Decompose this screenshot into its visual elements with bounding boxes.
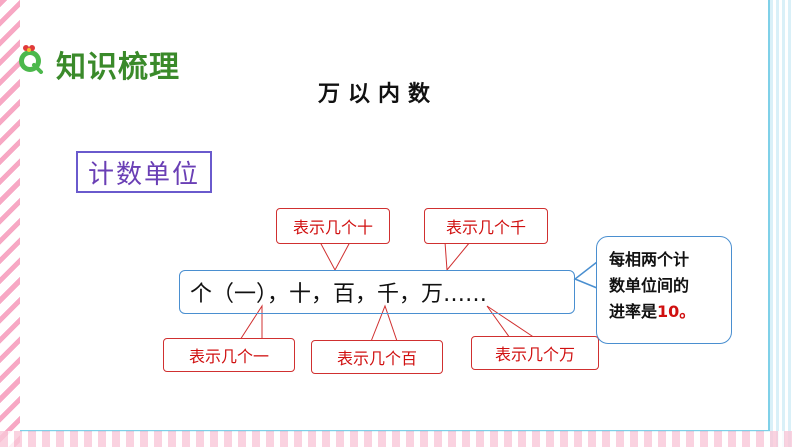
callout-ten-thousands: 表示几个万	[471, 336, 599, 370]
note-line-3-suffix: 。	[679, 302, 696, 321]
q-logo-icon	[19, 45, 43, 74]
right-decorative-stripe	[770, 0, 794, 447]
section-title: 知识梳理	[56, 50, 180, 85]
counting-unit-sequence: 个（一），十，百，千，万……	[179, 270, 575, 314]
callout-hundreds: 表示几个百	[311, 340, 443, 374]
counting-unit-label: 计数单位	[76, 151, 212, 193]
note-line-1: 每相两个计	[609, 250, 690, 269]
callout-thousands: 表示几个千	[424, 208, 548, 244]
note-line-3: 进率是10。	[609, 299, 719, 325]
note-line-2: 数单位间的	[609, 276, 690, 295]
callout-ones: 表示几个一	[163, 338, 295, 372]
ratio-note-bubble: 每相两个计 数单位间的 进率是10。	[596, 236, 732, 344]
callout-tens: 表示几个十	[276, 208, 390, 244]
left-decorative-stripe	[0, 0, 20, 447]
note-ratio-value: 10	[657, 302, 680, 321]
note-line-3-prefix: 进率是	[609, 302, 658, 321]
page-title: 万以内数	[318, 82, 439, 107]
bottom-decorative-stripe	[0, 431, 794, 447]
